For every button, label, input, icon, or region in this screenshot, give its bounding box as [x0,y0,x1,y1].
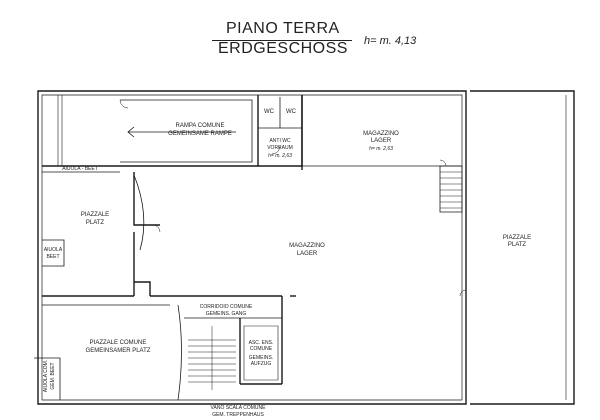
title-italian: PIANO TERRA [226,20,340,37]
label-storage-small-1: MAGAZZINO [363,131,399,137]
stair-treads [188,171,462,390]
label-antiwc-2: VORRAUM [267,145,293,151]
label-corridor-2: GEMEINS. GANG [206,311,247,317]
title-divider [212,40,352,41]
label-courtyard-common-2: GEMEINSAMER PLATZ [86,348,151,354]
label-storage-main-1: MAGAZZINO [289,243,325,249]
room-labels: RAMPA COMUNE GEMEINSAME RAMPE WC WC ANTI… [43,109,531,418]
staircase-box [439,165,463,213]
label-lift-3: GEMEINS. [249,355,273,361]
label-corridor-1: CORRIDOIO COMUNE [200,304,253,310]
walls [34,90,575,405]
label-courtyard-common-1: PIAZZALE COMUNE [90,340,147,346]
label-wc-2: WC [286,109,297,115]
flowerbed-common-box [34,357,61,400]
label-lift-4: AUFZUG [251,361,272,367]
label-storage-main-2: LAGER [297,251,318,257]
ramp-direction-arrow [127,126,236,138]
door-swings [119,99,467,297]
label-wc-1: WC [264,109,275,115]
label-storage-small-2: LAGER [371,138,392,144]
central-partition [134,281,151,296]
right-courtyard-outline [470,90,575,405]
title-german: ERDGESCHOSS [218,40,348,57]
label-ramp-2: GEMEINSAME RAMPE [168,131,232,137]
outer-wall-inner [41,94,463,401]
label-flowerbed-common-2: GEM. BEET [50,362,56,389]
label-stairwell-1: VANO SCALA COMUNE [211,405,267,411]
label-storage-small-height: h= m. 2,63 [369,146,393,152]
label-courtyard-left-1: PIAZZALE [81,212,109,218]
label-flowerbed-left-2: BEET [46,254,59,260]
label-flowerbed-strip: AIUOLA - BEET [62,166,98,172]
label-antiwc-1: ANTI WC [269,138,290,144]
flowerbed-left-box [42,239,65,267]
label-lift-2: COMUNE [250,346,273,352]
left-courtyard-wall [133,172,160,226]
label-courtyard-left-2: PLATZ [86,220,105,226]
lift-shaft [243,325,279,381]
label-courtyard-right-2: PLATZ [508,242,527,248]
label-antiwc-height: h= m. 2,63 [268,153,292,159]
label-flowerbed-common-1: AIUOLA COM. [43,360,49,393]
drawing-title: PIANO TERRA ERDGESCHOSS h= m. 4,13 [0,0,600,80]
outer-wall [37,90,467,405]
curved-wall [133,174,145,251]
label-lift-1: ASC. ENS. [249,340,274,346]
ramp-outline [120,99,253,163]
label-ramp-1: RAMPA COMUNE [176,123,225,129]
label-courtyard-right-1: PIAZZALE [503,235,531,241]
floor-height-note: h= m. 4,13 [364,35,417,47]
label-flowerbed-left-1: AIUOLA [44,247,63,253]
corridor-curve [177,304,182,401]
label-stairwell-2: GEM. TREPPENHAUS [212,412,264,418]
